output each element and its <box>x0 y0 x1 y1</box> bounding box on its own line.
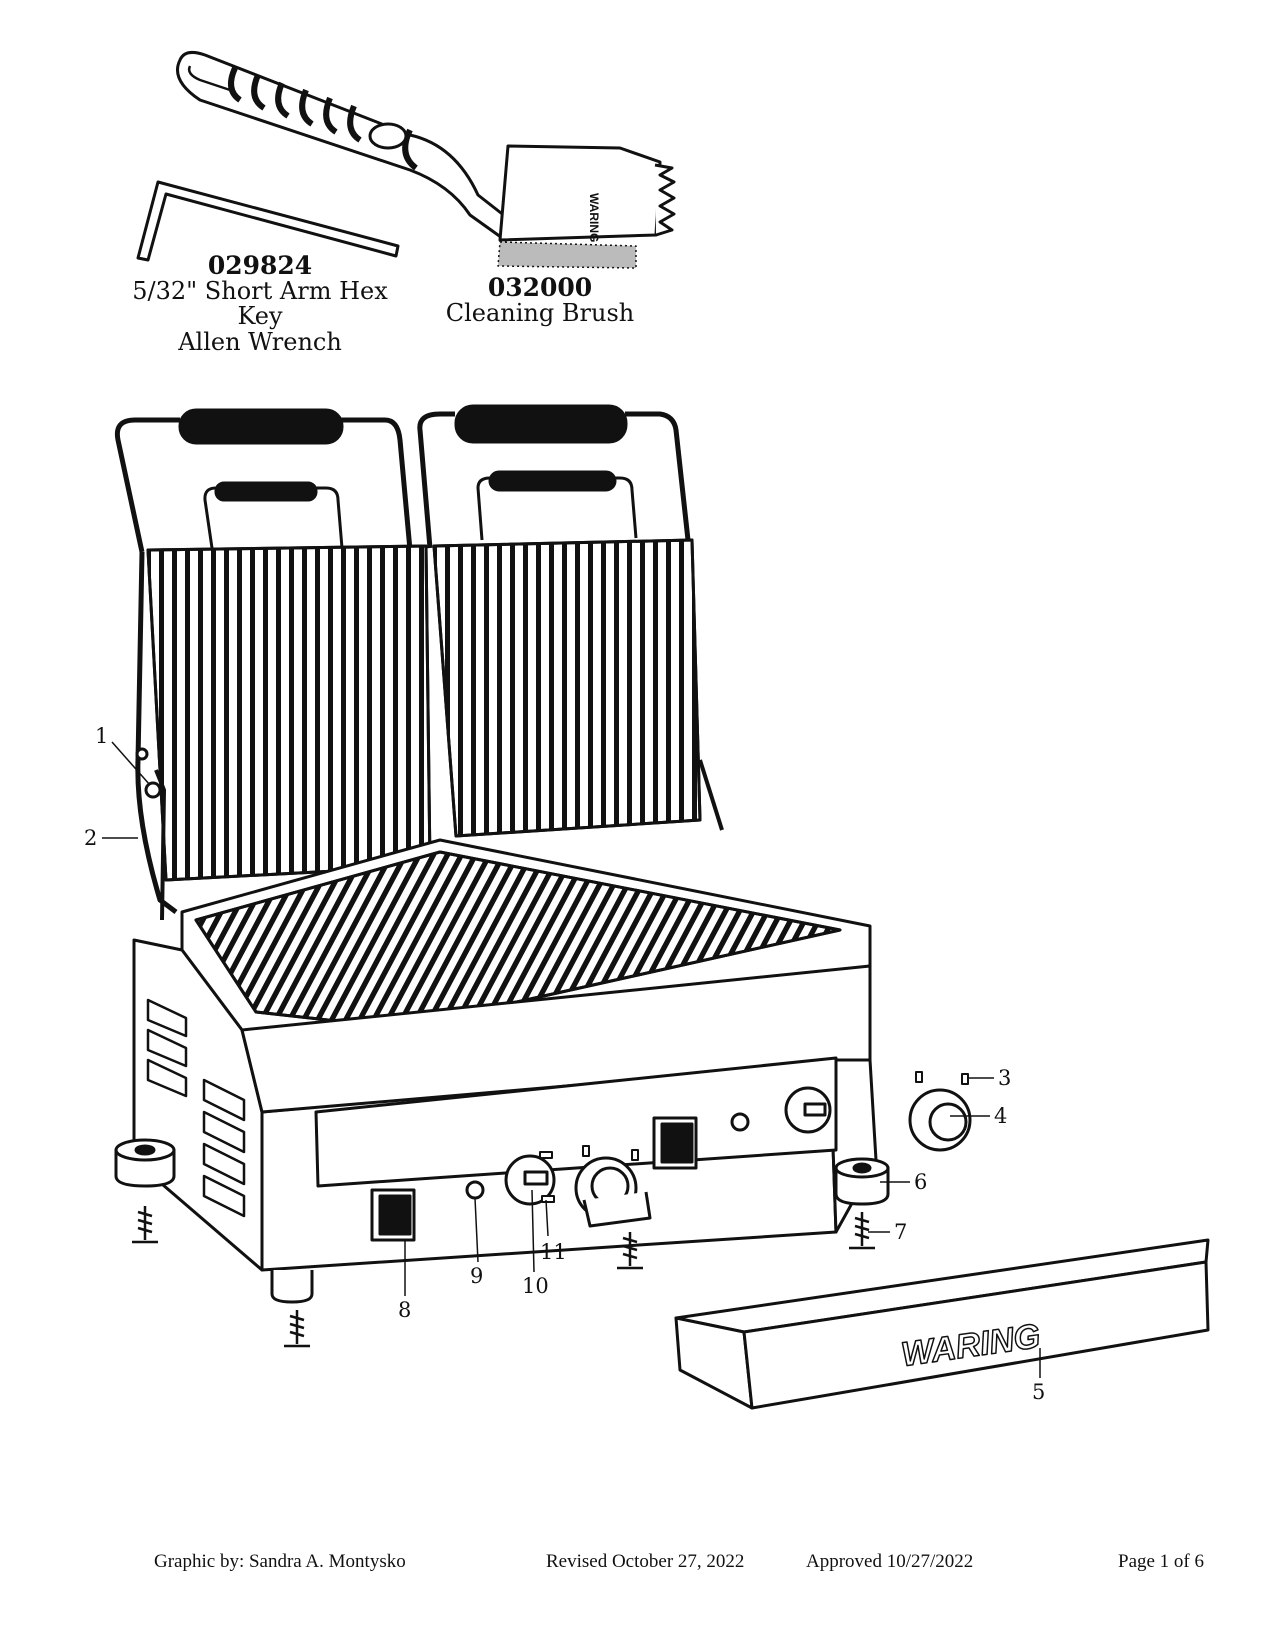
callout-9: 9 <box>470 1264 484 1288</box>
cleaning-brush-description: Cleaning Brush <box>445 299 635 328</box>
callout-leaders <box>102 741 1041 1378</box>
callout-3: 3 <box>998 1066 1012 1090</box>
callout-10: 10 <box>522 1274 549 1298</box>
footer-page-number: Page 1 of 6 <box>1118 1551 1205 1572</box>
cleaning-brush-part-number: 032000 <box>487 273 593 302</box>
hex-key-description: 5/32" Short Arm Hex Key <box>132 277 388 331</box>
footer-graphic-credit: Graphic by: Sandra A. Montysko <box>154 1551 406 1572</box>
footer-approved-date: Approved 10/27/2022 <box>806 1551 974 1572</box>
cleaning-brush-drawing: WARING <box>176 50 676 269</box>
callout-1: 1 <box>95 724 109 748</box>
callout-6: 6 <box>914 1170 928 1194</box>
callout-5: 5 <box>1032 1380 1046 1404</box>
callout-8: 8 <box>398 1298 412 1322</box>
brush-brand-mark: WARING <box>587 193 601 242</box>
hex-key-label: 029824 5/32" Short Arm Hex Key Allen Wre… <box>110 251 410 356</box>
hex-key-drawing <box>136 180 400 262</box>
panini-grill-drawing: WARING <box>114 404 1210 1410</box>
callout-2: 2 <box>84 826 98 850</box>
hex-key-part-number: 029824 <box>207 251 313 280</box>
cleaning-brush-label: 032000 Cleaning Brush <box>430 273 650 328</box>
callout-4: 4 <box>994 1104 1008 1128</box>
hex-key-description-2: Allen Wrench <box>178 327 342 356</box>
callout-7: 7 <box>894 1220 908 1244</box>
callout-11: 11 <box>540 1240 567 1264</box>
footer-revised-date: Revised October 27, 2022 <box>546 1551 745 1572</box>
